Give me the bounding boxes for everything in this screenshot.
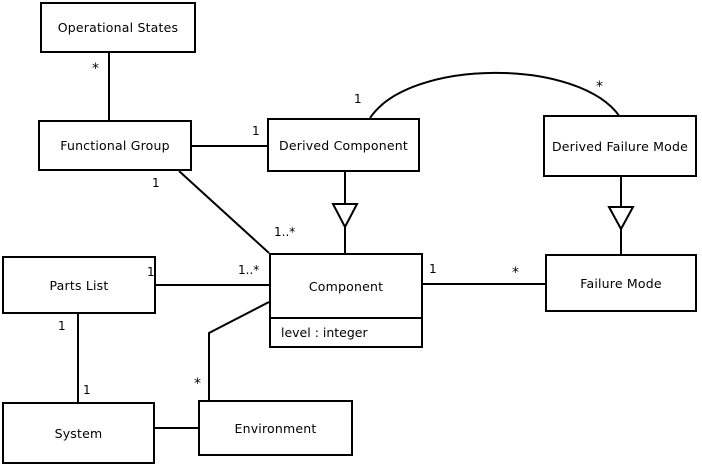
class-name-operational-states: Operational States — [57, 20, 179, 35]
class-box-component[interactable]: Component level : integer — [269, 253, 423, 348]
class-box-parts-list[interactable]: Parts List — [2, 256, 156, 314]
class-box-failure-mode[interactable]: Failure Mode — [545, 254, 697, 312]
class-name-environment: Environment — [234, 420, 317, 436]
multiplicity-derived-failure-mode-arc: * — [596, 79, 603, 95]
multiplicity-functional-group-component: 1 — [152, 176, 160, 190]
class-name-component: Component — [308, 278, 384, 294]
multiplicity-component-parts-list: 1..* — [238, 263, 260, 277]
class-name-system: System — [54, 425, 103, 441]
multiplicity-parts-list-system: 1 — [58, 319, 66, 333]
multiplicity-failure-mode-component: * — [512, 265, 519, 281]
generalization-triangle-derived-failure-mode — [607, 206, 635, 232]
class-box-derived-failure-mode[interactable]: Derived Failure Mode — [543, 115, 697, 177]
multiplicity-functional-group-derived-component: 1 — [252, 124, 260, 138]
class-name-failure-mode: Failure Mode — [580, 275, 662, 291]
class-name-derived-failure-mode: Derived Failure Mode — [551, 138, 689, 154]
class-box-system[interactable]: System — [2, 402, 155, 464]
class-name-derived-component: Derived Component — [279, 137, 408, 153]
edge-derived-component-derived-failure-mode-arc — [369, 71, 621, 119]
multiplicity-operational-states-functional-group: * — [92, 61, 99, 77]
class-box-operational-states[interactable]: Operational States — [40, 2, 196, 53]
multiplicity-component-failure-mode: 1 — [429, 262, 437, 276]
multiplicity-system-parts-list: 1 — [83, 383, 91, 397]
class-box-environment[interactable]: Environment — [198, 400, 353, 456]
multiplicity-parts-list-component: 1 — [147, 265, 155, 279]
class-attribute-component-level: level : integer — [271, 317, 421, 346]
edge-environment-component — [208, 301, 270, 400]
class-name-parts-list: Parts List — [49, 277, 109, 293]
multiplicity-environment-component: * — [194, 376, 201, 392]
edge-functional-group-component — [178, 170, 270, 254]
class-name-functional-group: Functional Group — [60, 138, 170, 153]
generalization-triangle-derived-component — [331, 203, 359, 230]
class-box-functional-group[interactable]: Functional Group — [38, 120, 192, 171]
multiplicity-component-functional-group: 1..* — [274, 225, 296, 239]
multiplicity-derived-component-arc: 1 — [354, 92, 362, 106]
class-box-derived-component[interactable]: Derived Component — [267, 118, 420, 172]
